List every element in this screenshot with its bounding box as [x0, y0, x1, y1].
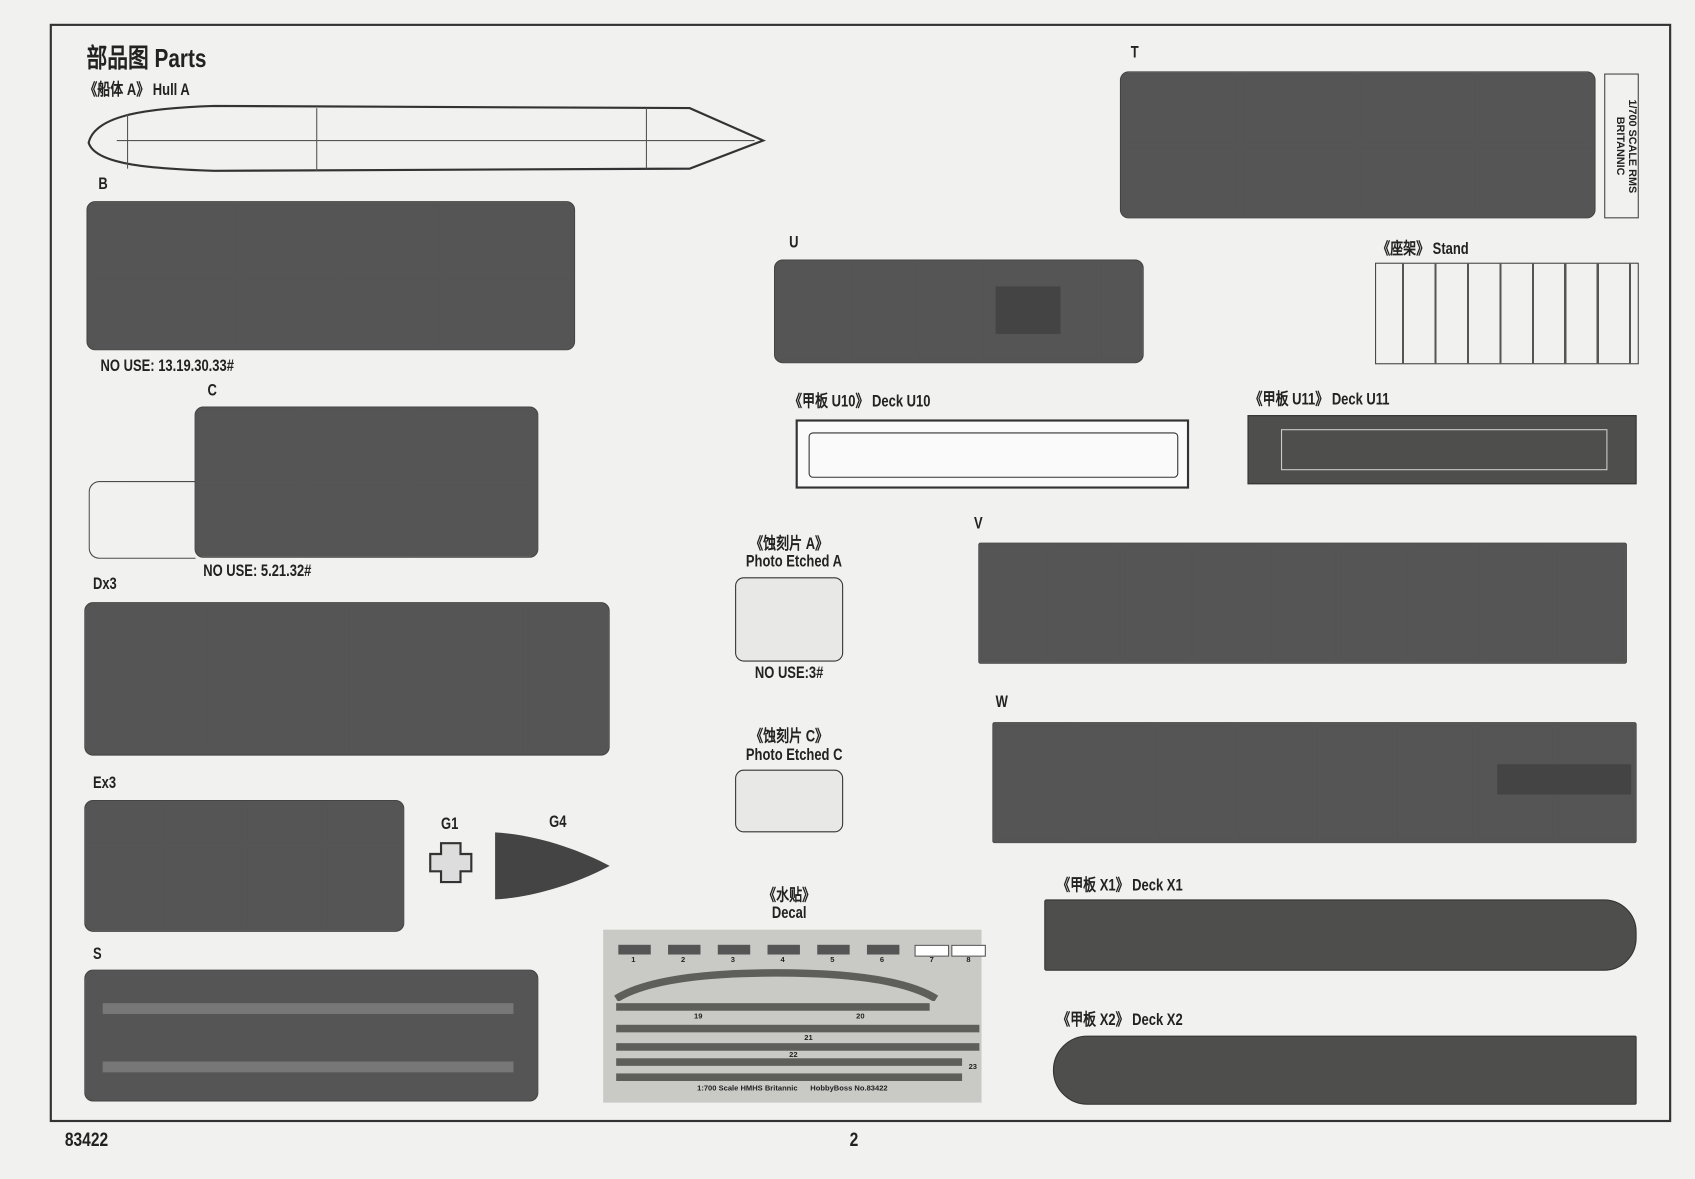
sprue-s-label: S: [92, 944, 102, 964]
decal-num: 6: [879, 956, 885, 965]
sprue-w: [992, 722, 1637, 844]
sprue-u-label: U: [789, 233, 799, 252]
page-title: 部品图 Parts: [86, 44, 207, 74]
page-border: [49, 23, 1672, 1123]
u-part: [995, 286, 1061, 335]
sprue-b-label: B: [98, 175, 108, 194]
pe-a-note: NO USE:3#: [754, 663, 824, 683]
decal-sheet: 1 2 3 4 5 6 7 8 19 20 21 22 23 1:700 Sca…: [603, 929, 986, 1103]
sprue-e: [84, 799, 405, 932]
decal-num: 1: [631, 956, 636, 965]
deck-u10: [795, 419, 1190, 489]
decal-caption: 1:700 Scale HMHS Britannic HobbyBoss No.…: [697, 1085, 888, 1093]
decal-num: 19: [694, 1012, 703, 1021]
decal-num: 8: [966, 956, 971, 965]
page-number: 2: [849, 1128, 859, 1151]
sprue-d: [84, 602, 610, 756]
decal-num: 3: [730, 956, 735, 965]
deck-x1: [1044, 899, 1637, 971]
sprue-c-label: C: [207, 381, 217, 400]
decal-num: 20: [856, 1012, 865, 1021]
sprue-v: [978, 542, 1627, 664]
pe-c-en-label: Photo Etched C: [745, 745, 843, 765]
stand: [1375, 262, 1639, 365]
photo-etched-c: [735, 769, 844, 833]
pe-c-cn-label: 《蚀刻片 C》: [750, 727, 829, 746]
g1-part: [429, 842, 473, 884]
decal-cn-label: 《水贴》: [763, 886, 816, 905]
sprue-t-nameplate: 1/700 SCALE RMS BRITANNIC: [1604, 73, 1639, 219]
sprue-t: [1119, 71, 1596, 219]
sprue-c-note: NO USE: 5.21.32#: [203, 562, 312, 581]
photo-etched-a: [735, 577, 844, 662]
sprue-b: [86, 201, 576, 351]
decal-num: 4: [780, 956, 785, 965]
sprue-e-label: Ex3: [92, 773, 117, 793]
decal-num: 2: [681, 956, 686, 965]
sprue-v-label: V: [973, 514, 983, 533]
deck-x1-label: 《甲板 X1》 Deck X1: [1057, 876, 1183, 896]
hull-a-label: 《船体 A》 Hull A: [84, 81, 190, 100]
sprue-b-note: NO USE: 13.19.30.33#: [100, 356, 234, 376]
decal-num: 21: [804, 1034, 813, 1043]
sprue-u: [773, 259, 1144, 364]
sprue-c-runner: [88, 481, 196, 559]
kit-number: 83422: [64, 1128, 109, 1151]
decal-en-label: Decal: [771, 903, 807, 923]
pe-a-en-label: Photo Etched A: [745, 552, 842, 571]
deck-u11: [1247, 415, 1637, 485]
g4-label: G4: [549, 812, 567, 832]
decal-num: 22: [789, 1051, 798, 1060]
g1-label: G1: [441, 815, 459, 834]
sprue-d-label: Dx3: [92, 575, 117, 594]
stand-label: 《座架》 Stand: [1377, 239, 1469, 259]
decal-num: 5: [830, 956, 835, 965]
decal-num: 23: [968, 1063, 978, 1072]
sprue-t-label: T: [1130, 43, 1139, 62]
w-part: [1497, 764, 1632, 795]
deck-u10-label: 《甲板 U10》 Deck U10: [789, 392, 931, 411]
deck-x2: [1052, 1035, 1637, 1105]
sprue-w-label: W: [995, 692, 1008, 712]
sprue-s: [84, 969, 539, 1102]
s-part-2: [102, 1061, 514, 1073]
g4-part: [495, 832, 610, 900]
deck-u11-label: 《甲板 U11》 Deck U11: [1249, 390, 1390, 409]
s-part-1: [102, 1003, 514, 1014]
decal-num: 7: [929, 956, 934, 965]
deck-x2-label: 《甲板 X2》 Deck X2: [1057, 1010, 1183, 1030]
hull-a-drawing: [87, 104, 767, 172]
pe-a-cn-label: 《蚀刻片 A》: [750, 535, 829, 554]
sprue-c: [194, 406, 539, 558]
